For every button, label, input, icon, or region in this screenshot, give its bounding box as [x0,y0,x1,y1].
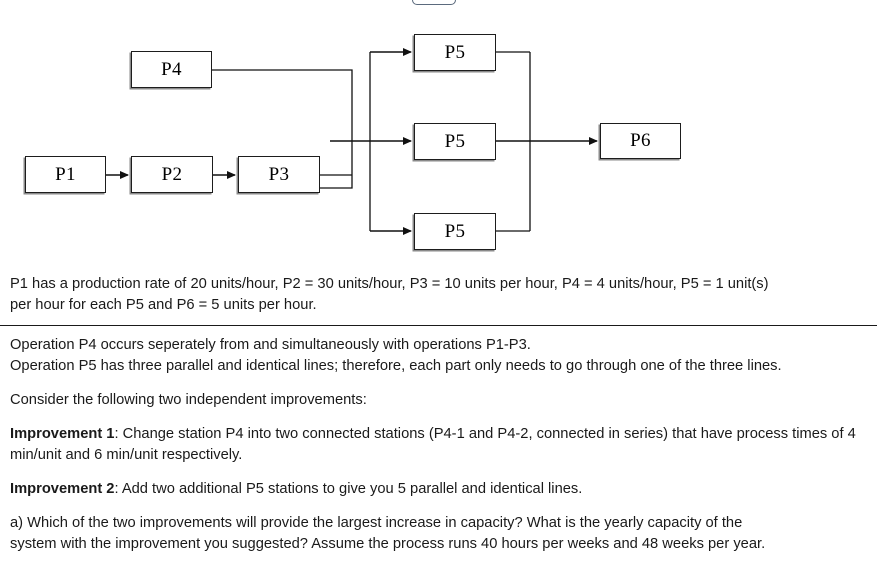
node-p4: P4 [131,51,212,88]
diagram-connectors [106,48,598,235]
spacer [10,377,870,390]
node-p4-label: P4 [161,58,182,80]
node-p3: P3 [238,156,320,193]
node-p3-label: P3 [268,163,290,185]
question-line-2: system with the improvement you suggeste… [10,536,766,552]
rates-line-1: P1 has a production rate of 20 units/hou… [10,276,769,292]
node-p5-bottom-label: P5 [444,220,466,242]
spacer [10,500,870,513]
node-p5-top: P5 [414,34,496,71]
edge-p4-merge [212,69,353,189]
node-p2: P2 [131,156,213,193]
intro-text: Consider the following two independent i… [10,392,367,408]
note-line-2: Operation P5 has three parallel and iden… [10,358,782,374]
spacer [10,411,870,424]
rates-line-2: per hour for each P5 and P6 = 5 units pe… [10,297,317,313]
question-line-1: a) Which of the two improvements will pr… [10,515,743,531]
spacer [10,466,870,479]
improvement-2-text: : Add two additional P5 stations to give… [114,481,583,497]
node-p5-middle: P5 [414,123,496,160]
improvement-1-label: Improvement 1 [10,426,115,442]
node-p5-top-label: P5 [444,41,466,63]
improvement-1-text: : Change station P4 into two connected s… [10,426,856,463]
node-p6-label: P6 [630,130,651,151]
improvement-2-label: Improvement 2 [10,481,115,497]
node-p5-middle-label: P5 [444,130,466,152]
node-p6: P6 [600,123,681,159]
node-p1-label: P1 [55,163,76,185]
process-flow-diagram: P1 P2 P3 P4 P5 P5 P5 P6 [0,0,877,268]
problem-statement: P1 has a production rate of 20 units/hou… [0,274,877,555]
section-divider [0,325,877,326]
improvement-2: Improvement 2: Add two additional P5 sta… [10,479,870,500]
note-line-1: Operation P4 occurs seperately from and … [10,337,531,353]
node-p2-label: P2 [161,163,183,185]
node-p1: P1 [25,156,106,193]
improvement-1: Improvement 1: Change station P4 into tw… [10,424,870,466]
node-p5-bottom: P5 [414,213,496,250]
